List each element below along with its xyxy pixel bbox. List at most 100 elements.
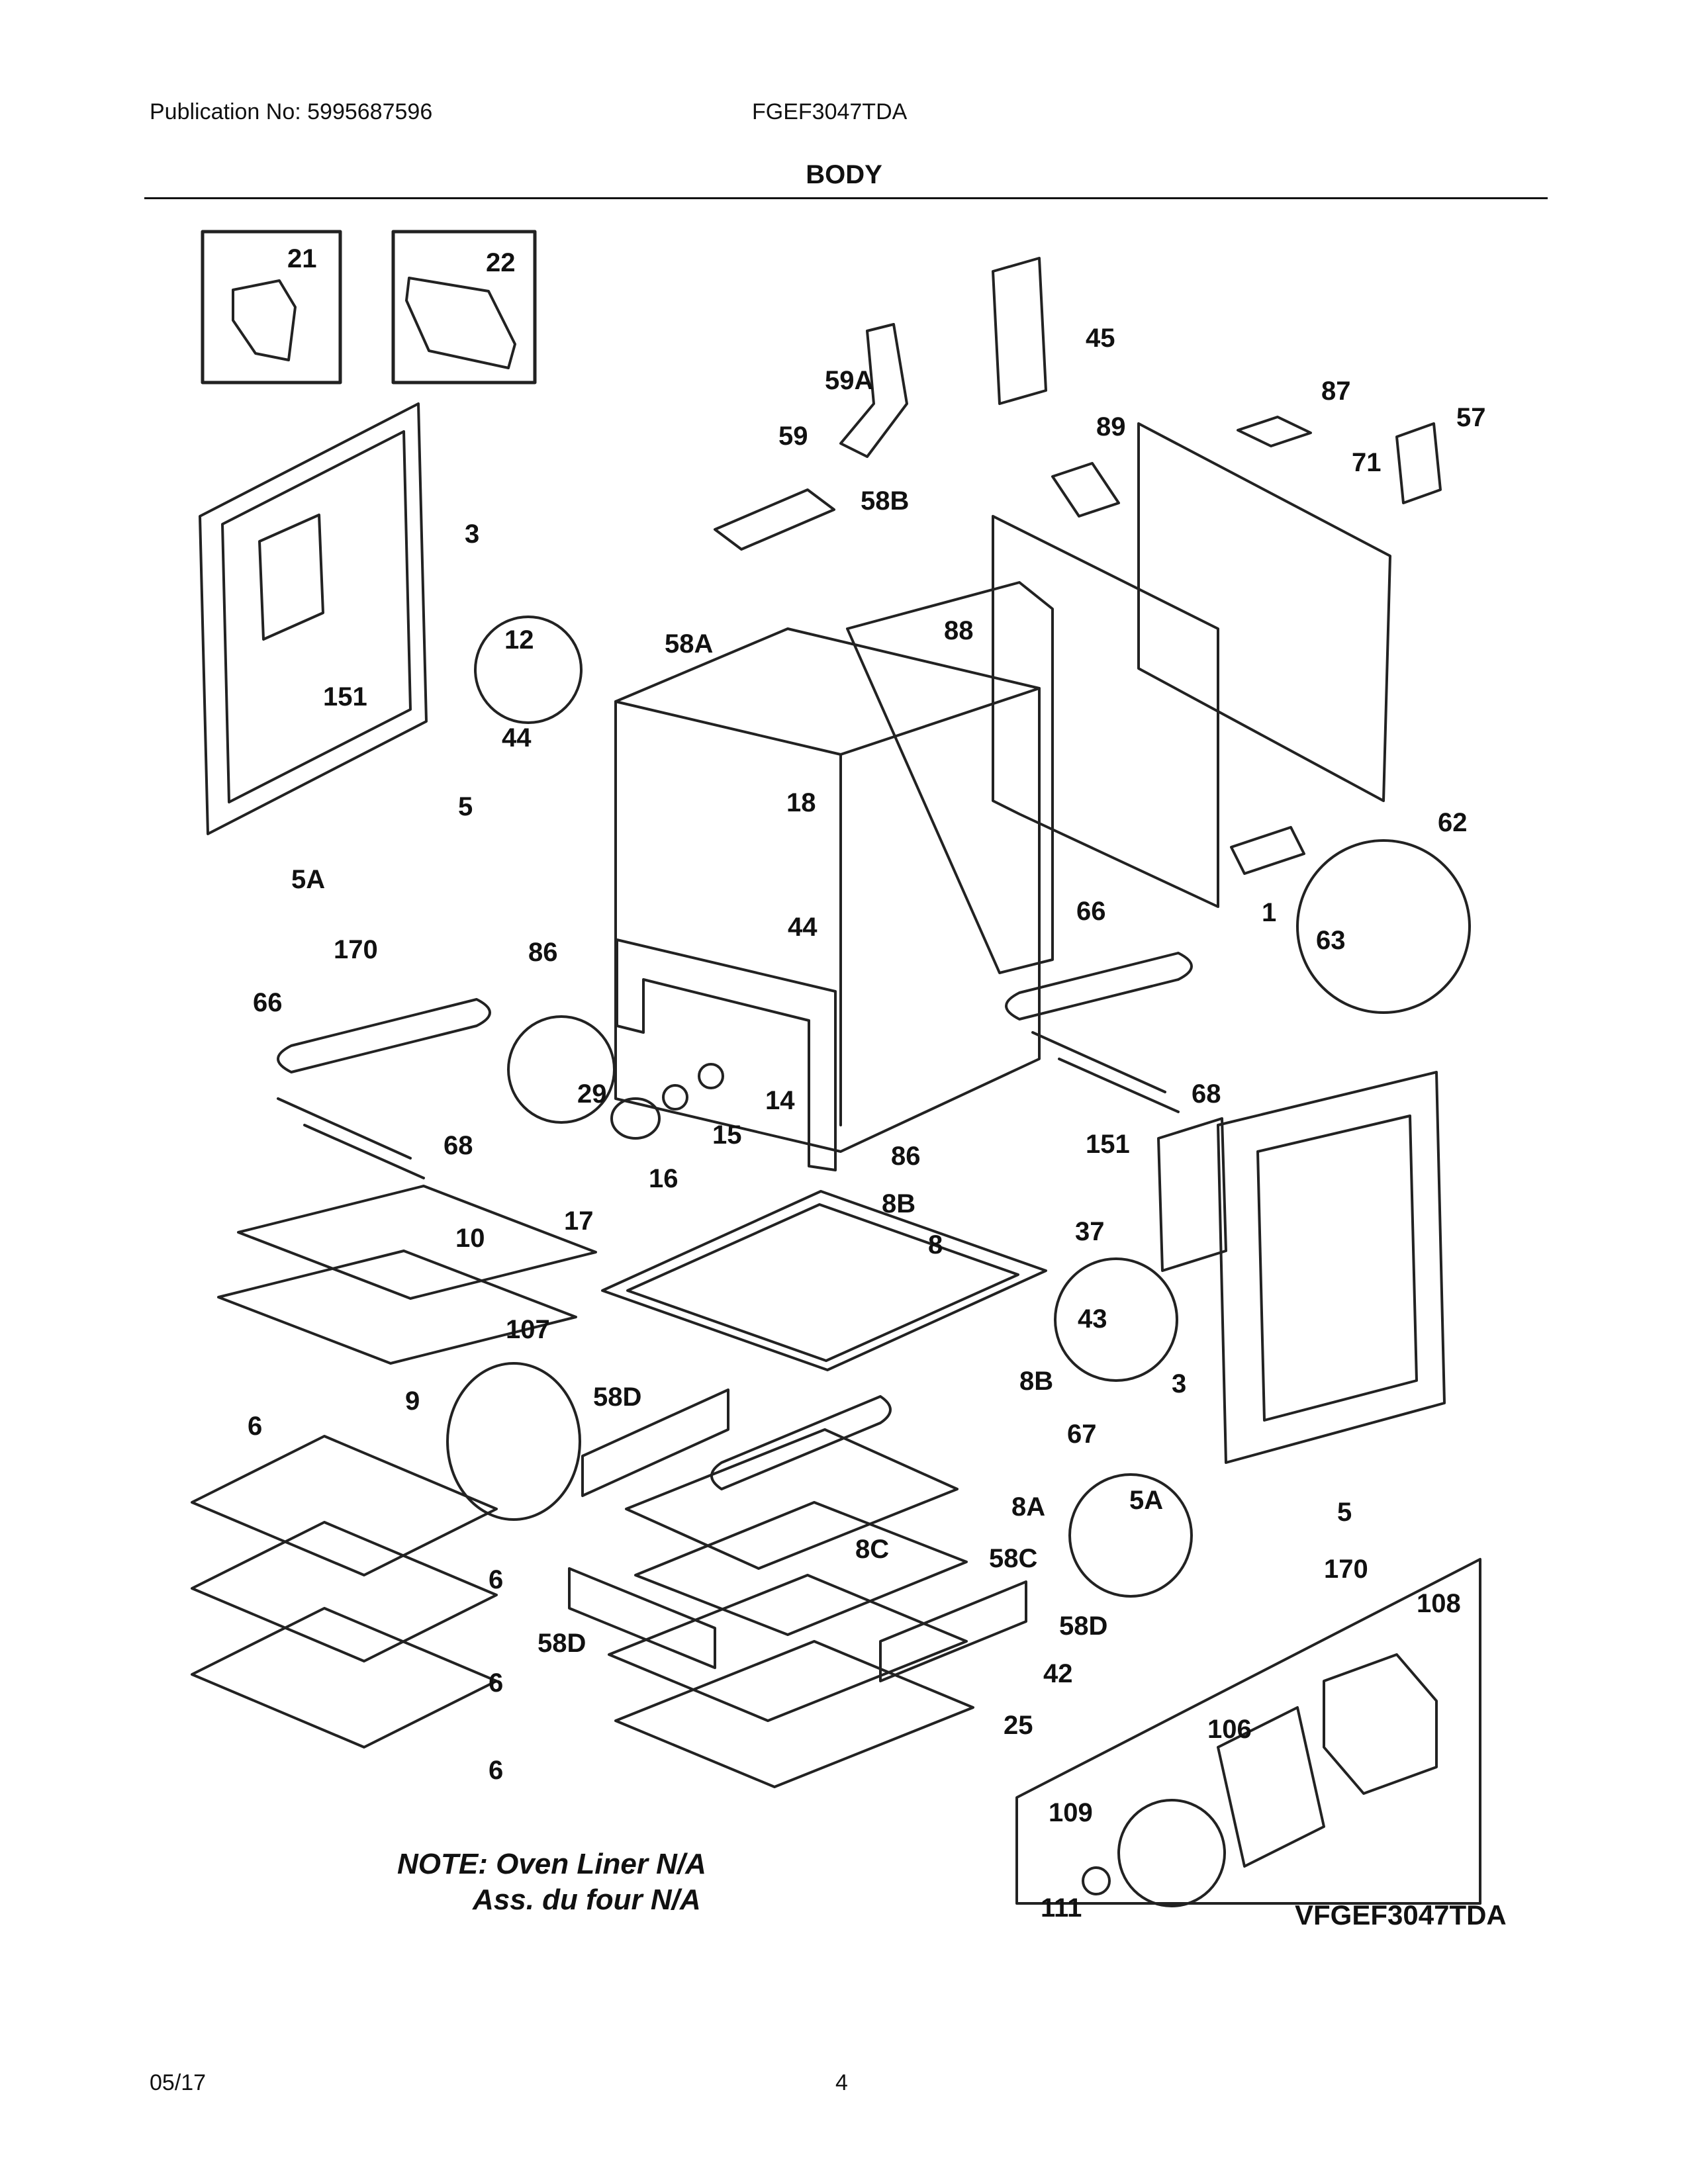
callout-8B-bottom: 8B [1019, 1367, 1053, 1396]
callout-9: 9 [405, 1387, 420, 1416]
callout-58D-a: 58D [593, 1383, 641, 1412]
callout-16: 16 [649, 1164, 679, 1193]
callout-44-a: 44 [502, 723, 532, 752]
callout-44-b: 44 [788, 913, 818, 942]
back-cover-71 [1137, 422, 1391, 802]
publication-number: Publication No: 5995687596 [150, 99, 433, 124]
callout-170-left: 170 [334, 935, 378, 964]
callout-58D-c: 58D [538, 1629, 586, 1658]
oven-cavity [614, 627, 1041, 1153]
part-21-shape [232, 279, 297, 361]
part-22-shape [405, 277, 516, 369]
callout-89: 89 [1096, 412, 1126, 441]
callout-109: 109 [1049, 1798, 1093, 1827]
callout-86-b: 86 [891, 1142, 921, 1171]
callout-22: 22 [486, 248, 516, 277]
plate-57 [1395, 422, 1442, 504]
callout-5A-right: 5A [1129, 1486, 1163, 1515]
callout-25: 25 [1004, 1711, 1033, 1740]
callout-6-bottom: 6 [489, 1756, 503, 1785]
footer-date: 05/17 [150, 2070, 207, 2095]
brackets-68-right [1031, 1031, 1180, 1113]
callout-63: 63 [1316, 926, 1346, 955]
element-66-left [277, 998, 491, 1073]
oven-bottom-8 [601, 1190, 1047, 1371]
heat-shield-8A [625, 1428, 959, 1570]
header-divider [144, 197, 1548, 199]
convection-kit-label: VFGEF3047TDA [1295, 1899, 1507, 1931]
callout-59A: 59A [825, 366, 873, 395]
panel-42 [608, 1574, 968, 1722]
callout-17: 17 [564, 1206, 594, 1236]
duct-59A [839, 323, 908, 458]
callout-106: 106 [1207, 1715, 1252, 1744]
callout-1: 1 [1262, 898, 1276, 927]
callout-6-second: 6 [489, 1565, 503, 1594]
insulation-58D-c [879, 1580, 1027, 1682]
callout-3-right: 3 [1172, 1369, 1186, 1398]
callout-3-left: 3 [465, 520, 479, 549]
callout-6-top: 6 [248, 1412, 262, 1441]
insulation-58C [634, 1501, 968, 1636]
section-title: BODY [806, 160, 882, 189]
callout-5-right: 5 [1337, 1498, 1352, 1527]
terminal-block-62 [1230, 826, 1305, 875]
callout-10: 10 [455, 1224, 485, 1253]
note-line-1: NOTE: Oven Liner N/A [397, 1848, 706, 1880]
detail-circle-29 [507, 1015, 616, 1124]
insulation-58B [846, 581, 1054, 974]
callout-67: 67 [1067, 1420, 1097, 1449]
callout-108: 108 [1417, 1589, 1461, 1618]
callout-58C: 58C [989, 1544, 1037, 1573]
right-door [1217, 1071, 1446, 1464]
oven-rack-middle [191, 1521, 498, 1662]
callout-111: 111 [1041, 1893, 1082, 1923]
callout-170-right: 170 [1324, 1555, 1368, 1584]
callout-68-left: 68 [444, 1131, 473, 1160]
callout-8B-top: 8B [882, 1189, 915, 1218]
callout-15: 15 [712, 1120, 742, 1150]
element-66-right [1005, 952, 1193, 1021]
callout-42: 42 [1043, 1659, 1073, 1688]
convection-kit-box [1015, 1558, 1481, 1905]
part-45-box [992, 257, 1047, 405]
inset-box-21 [201, 230, 342, 385]
callout-71: 71 [1352, 448, 1382, 477]
page-number: 4 [835, 2070, 848, 2095]
bracket-89 [1051, 462, 1120, 518]
callout-58D-b: 58D [1059, 1612, 1107, 1641]
panel-25 [614, 1640, 974, 1788]
model-number: FGEF3047TDA [752, 99, 908, 124]
callout-107: 107 [506, 1315, 550, 1344]
callout-66-left: 66 [253, 988, 283, 1017]
note-line-2: Ass. du four N/A [473, 1884, 701, 1916]
callout-68-right: 68 [1192, 1079, 1221, 1109]
callout-43: 43 [1078, 1304, 1107, 1334]
detail-circle-12 [474, 615, 583, 724]
bracket-87 [1237, 416, 1312, 447]
callout-58A: 58A [665, 629, 713, 659]
broil-pan-insert-10 [237, 1185, 597, 1300]
light-socket-14 [698, 1063, 724, 1089]
oven-rack-bottom [191, 1607, 498, 1749]
brackets-68-left [277, 1097, 425, 1179]
callout-57: 57 [1456, 403, 1486, 432]
oven-rack-top [191, 1435, 498, 1576]
callout-151-left: 151 [323, 682, 367, 711]
rear-panel [992, 515, 1219, 908]
left-door [199, 402, 428, 835]
insulation-58D-b [568, 1567, 716, 1669]
callout-5-left: 5 [458, 792, 473, 821]
callout-59: 59 [778, 422, 808, 451]
duct-59 [714, 488, 835, 551]
callout-45: 45 [1086, 324, 1115, 353]
bracket-106 [1217, 1706, 1325, 1868]
callout-37: 37 [1075, 1217, 1105, 1246]
inset-box-22 [391, 230, 537, 385]
callout-8C: 8C [855, 1535, 889, 1564]
callout-12: 12 [504, 625, 534, 655]
door-hinge-plate-151 [258, 514, 324, 641]
callout-66-right: 66 [1076, 897, 1106, 926]
callout-18: 18 [786, 788, 816, 817]
callout-21: 21 [287, 244, 317, 273]
